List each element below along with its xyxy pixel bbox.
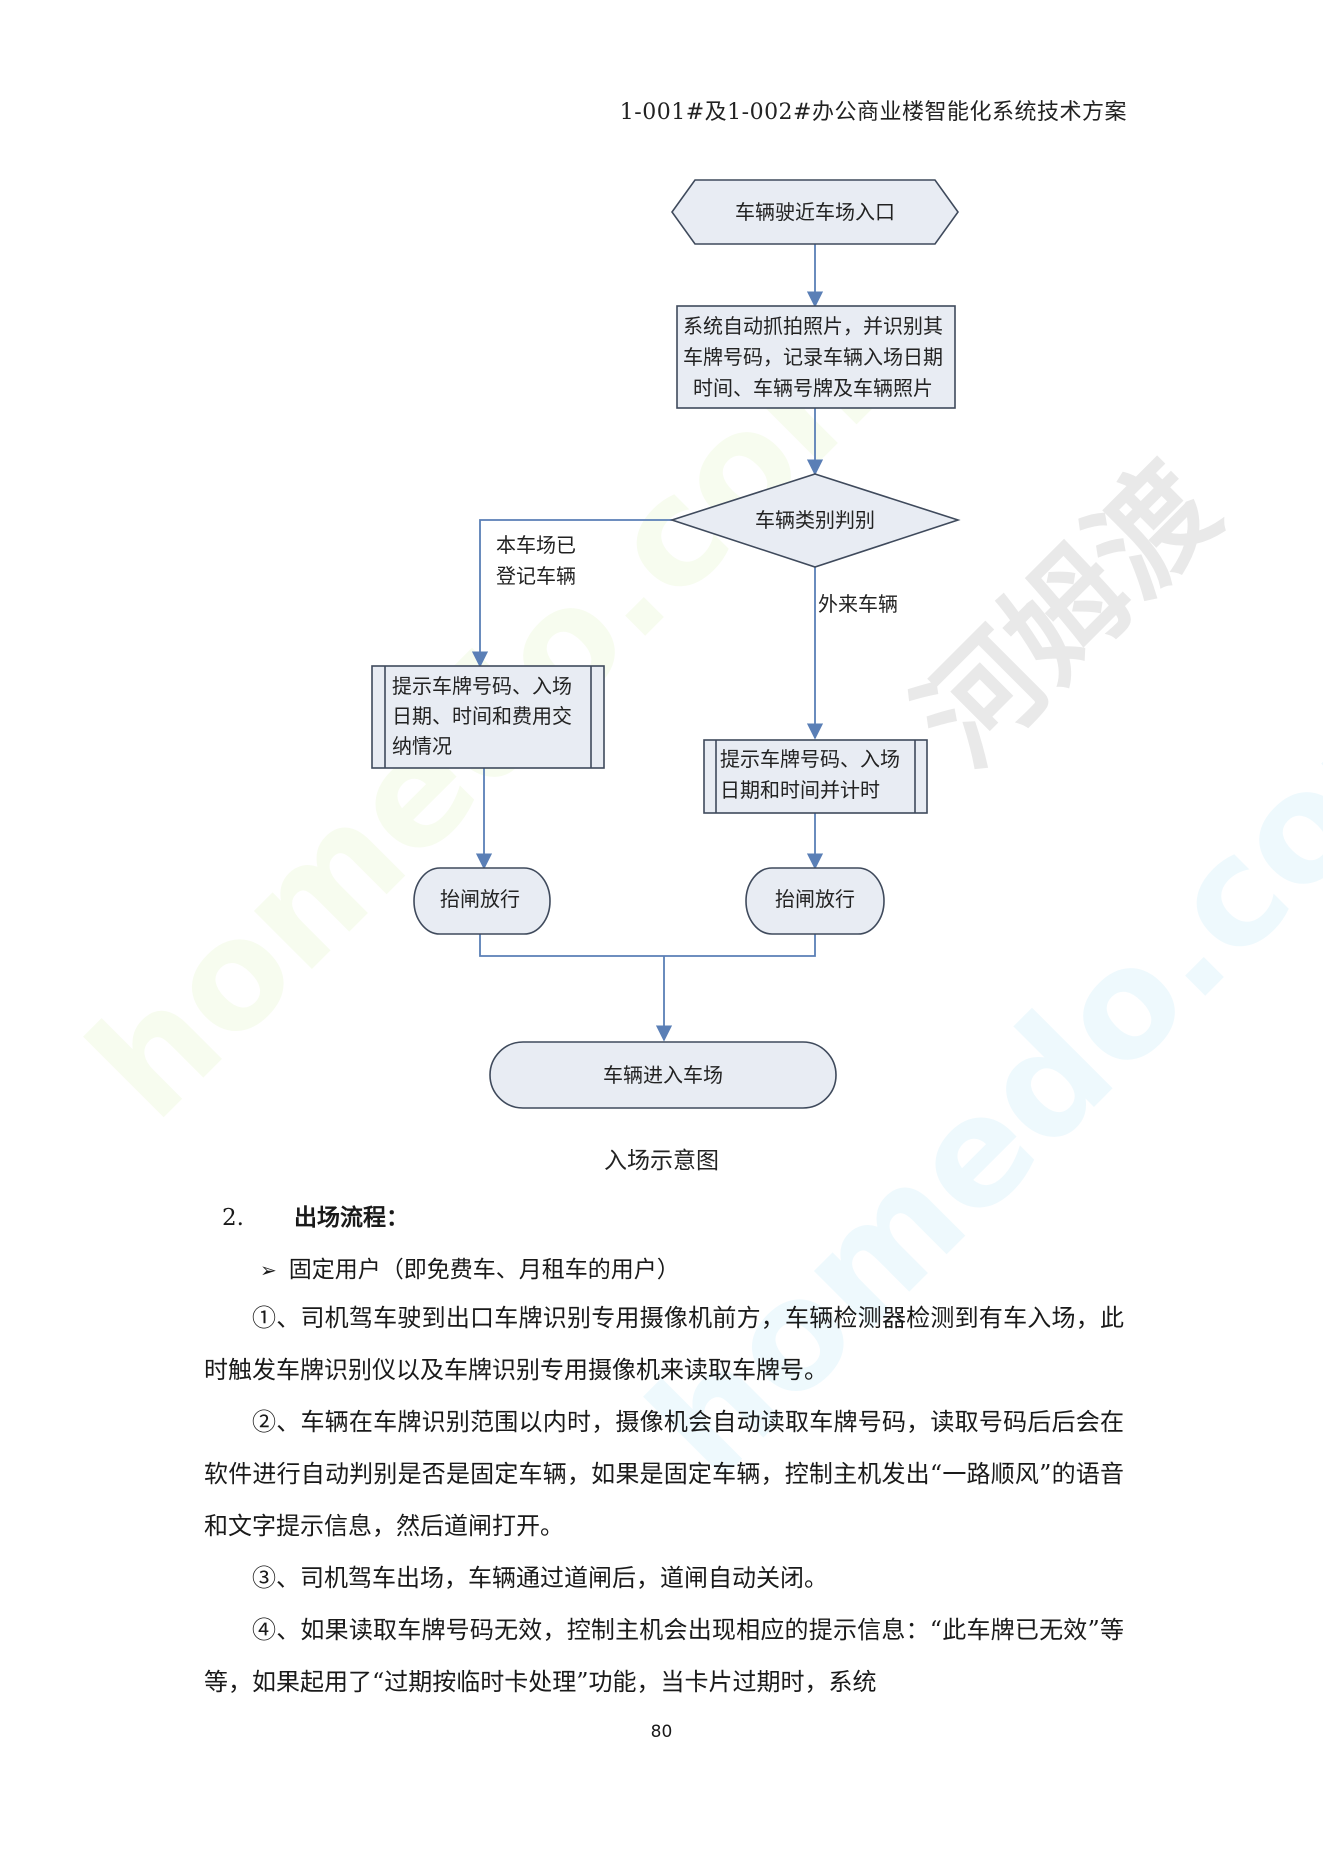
paragraph-1: ①、司机驾车驶到出口车牌识别专用摄像机前方，车辆检测器检测到有车入场，此时触发车…	[204, 1304, 1124, 1384]
barrier-left-label: 抬闸放行	[440, 887, 520, 911]
visitor-prompt-line-2: 日期和时间并计时	[720, 778, 880, 802]
connector-decision-registered	[471, 519, 672, 668]
bullet-text: 固定用户（即免费车、月租车的用户）	[288, 1257, 680, 1283]
page-header: 1-001#及1-002#办公商业楼智能化系统技术方案	[619, 100, 1127, 125]
flow-decision-label: 车辆类别判别	[755, 508, 875, 532]
barrier-right-label: 抬闸放行	[775, 887, 855, 911]
connector-barriers-merge	[479, 934, 816, 957]
paragraph-3: ③、司机驾车出场，车辆通过道闸后，道闸自动关闭。	[252, 1564, 828, 1592]
flow-barrier-left-node	[413, 867, 551, 935]
flow-barrier-right-node	[745, 867, 885, 935]
branch-registered-line-2: 登记车辆	[496, 564, 576, 588]
flow-capture-line-1: 系统自动抓拍照片，并识别其	[683, 314, 943, 338]
branch-registered-line-1: 本车场已	[496, 533, 576, 557]
registered-prompt-line-2: 日期、时间和费用交	[392, 704, 572, 728]
flow-capture-box	[676, 305, 956, 409]
paragraph-2: ②、车辆在车牌识别范围以内时，摄像机会自动读取车牌号码，读取号码后后会在软件进行…	[204, 1408, 1124, 1540]
flow-capture-line-2: 车牌号码，记录车辆入场日期	[683, 345, 943, 369]
flowchart: 车辆驶近车场入口 系统自动抓拍照片，并识别其 车牌号码，记录车辆入场日期 时间、…	[371, 179, 961, 1109]
section-number: 2.	[222, 1205, 244, 1231]
paragraph-4: ④、如果读取车牌号码无效，控制主机会出现相应的提示信息：“此车牌已无效”等等，如…	[204, 1616, 1124, 1696]
page-number: 80	[650, 1722, 673, 1742]
flow-capture-line-3: 时间、车辆号牌及车辆照片	[693, 376, 933, 400]
registered-prompt-line-1: 提示车牌号码、入场	[392, 674, 572, 698]
figure-caption: 入场示意图	[604, 1148, 719, 1174]
flow-end-label: 车辆进入车场	[603, 1063, 723, 1087]
branch-visitor-label: 外来车辆	[818, 592, 898, 616]
flow-decision-node	[669, 473, 961, 568]
flow-start-label: 车辆驶近车场入口	[735, 200, 895, 224]
bullet-item: ➢ 固定用户（即免费车、月租车的用户）	[260, 1250, 680, 1284]
bullet-arrow-icon: ➢	[260, 1258, 277, 1282]
flow-end-node	[489, 1041, 837, 1109]
section-title: 出场流程：	[294, 1204, 409, 1231]
registered-prompt-line-3: 纳情况	[392, 734, 452, 758]
flow-start-node	[671, 179, 959, 245]
section-heading: 2. 出场流程：	[222, 1198, 409, 1232]
visitor-prompt-line-1: 提示车牌号码、入场	[720, 747, 900, 771]
flow-registered-prompt-box	[371, 665, 605, 769]
flow-visitor-prompt-box	[703, 739, 928, 814]
